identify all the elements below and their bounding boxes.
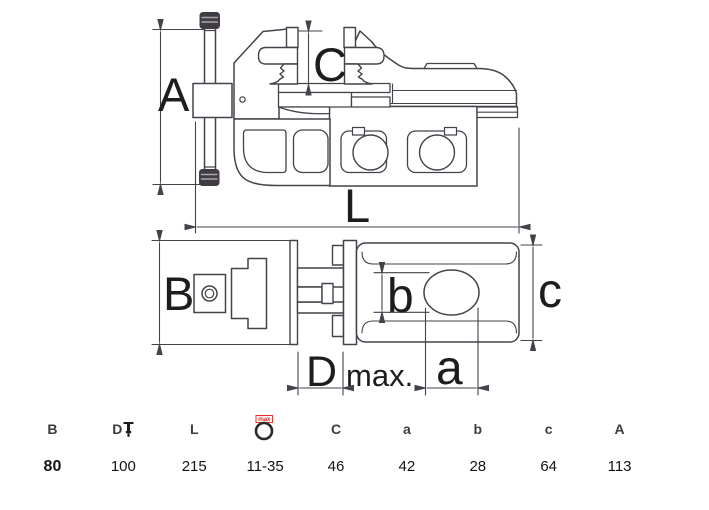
spec-col-D: D 100 bbox=[88, 408, 159, 476]
pipe-ring-icon: max bbox=[254, 415, 274, 441]
jaw-plates-rails bbox=[289, 239, 358, 346]
pin-hole bbox=[239, 96, 246, 103]
spec-header-label: a bbox=[403, 421, 411, 437]
spec-value-c: 64 bbox=[540, 458, 558, 475]
handle-hub bbox=[193, 273, 227, 314]
front-jaw bbox=[257, 26, 299, 85]
dim-label-b: b bbox=[387, 270, 414, 323]
dim-label-L: L bbox=[344, 179, 370, 232]
spec-col-b: b 28 bbox=[442, 408, 513, 476]
dim-label-A: A bbox=[158, 68, 190, 121]
spec-header-label: L bbox=[189, 421, 199, 437]
anchor-slot bbox=[423, 269, 480, 316]
spec-header-a: a bbox=[403, 408, 411, 450]
dim-L bbox=[184, 121, 531, 234]
spec-value-D: 100 bbox=[110, 458, 136, 475]
spec-header-A: A bbox=[615, 408, 625, 450]
spec-col-a: a 42 bbox=[371, 408, 442, 476]
dim-label-c: c bbox=[538, 265, 562, 318]
plan-view: B b c D max. a bbox=[151, 230, 562, 396]
spec-value-L: 215 bbox=[181, 458, 207, 475]
clamp-screw-icon bbox=[123, 421, 134, 437]
spec-header-label: B bbox=[47, 421, 58, 437]
spec-value-b: 28 bbox=[469, 458, 487, 475]
rear-jaw bbox=[343, 26, 385, 85]
spec-value-pipe-capacity: 11-35 bbox=[246, 458, 284, 475]
top-ridge-tab bbox=[423, 62, 478, 70]
dim-C bbox=[298, 20, 323, 96]
mount-hole-right bbox=[418, 134, 456, 171]
dim-label-a: a bbox=[436, 342, 463, 395]
spec-col-L: L 215 bbox=[159, 408, 230, 476]
carriage-block bbox=[328, 105, 519, 187]
dim-B bbox=[151, 230, 291, 355]
spec-header-pipe-capacity: max bbox=[254, 408, 276, 450]
spec-header-D: D bbox=[112, 408, 134, 450]
movable-jaw-top bbox=[230, 257, 268, 330]
spec-value-B: 80 bbox=[43, 458, 62, 475]
dim-label-D: D bbox=[306, 348, 337, 396]
spec-header-b: b bbox=[474, 408, 483, 450]
slide-bands bbox=[277, 82, 391, 115]
spec-header-C: C bbox=[331, 408, 341, 450]
vise-technical-drawing: A C L bbox=[151, 12, 562, 396]
spec-header-label: D bbox=[112, 421, 123, 437]
mount-hole-left bbox=[352, 134, 389, 171]
dim-label-D-max: max. bbox=[346, 358, 413, 393]
dim-label-C: C bbox=[313, 38, 347, 91]
dim-D-max bbox=[287, 351, 354, 396]
side-view: A C L bbox=[152, 12, 531, 234]
spec-col-C: C 46 bbox=[301, 408, 372, 476]
spec-col-B: B 80 bbox=[17, 408, 88, 476]
spec-value-a: 42 bbox=[398, 458, 416, 475]
dim-c bbox=[520, 234, 543, 351]
dim-A bbox=[152, 19, 205, 195]
spec-header-L: L bbox=[190, 408, 199, 450]
spec-col-c: c 64 bbox=[513, 408, 584, 476]
spec-header-label: b bbox=[473, 421, 483, 437]
dim-a bbox=[414, 307, 489, 396]
dim-label-B: B bbox=[163, 267, 194, 320]
base-foot bbox=[233, 118, 331, 187]
spec-header-label: c bbox=[544, 421, 553, 437]
fixed-body-top bbox=[355, 242, 520, 343]
clamp-nub-right bbox=[443, 126, 458, 136]
screw-nut-block bbox=[192, 82, 233, 119]
spec-header-c: c bbox=[545, 408, 553, 450]
spec-table: B 80 D 100 L 215 bbox=[17, 408, 655, 476]
clamp-nub-left bbox=[351, 126, 366, 136]
dim-b bbox=[373, 262, 430, 323]
spec-col-pipe-capacity: max 11-35 bbox=[230, 408, 301, 476]
spec-header-B: B bbox=[47, 408, 57, 450]
pipe-ring-icon-label: max bbox=[258, 416, 271, 423]
spec-value-C: 46 bbox=[327, 458, 345, 475]
spec-value-A: 113 bbox=[607, 458, 632, 475]
spec-header-label: A bbox=[614, 421, 625, 437]
spec-col-A: A 113 bbox=[584, 408, 655, 476]
spec-header-label: C bbox=[330, 421, 342, 437]
